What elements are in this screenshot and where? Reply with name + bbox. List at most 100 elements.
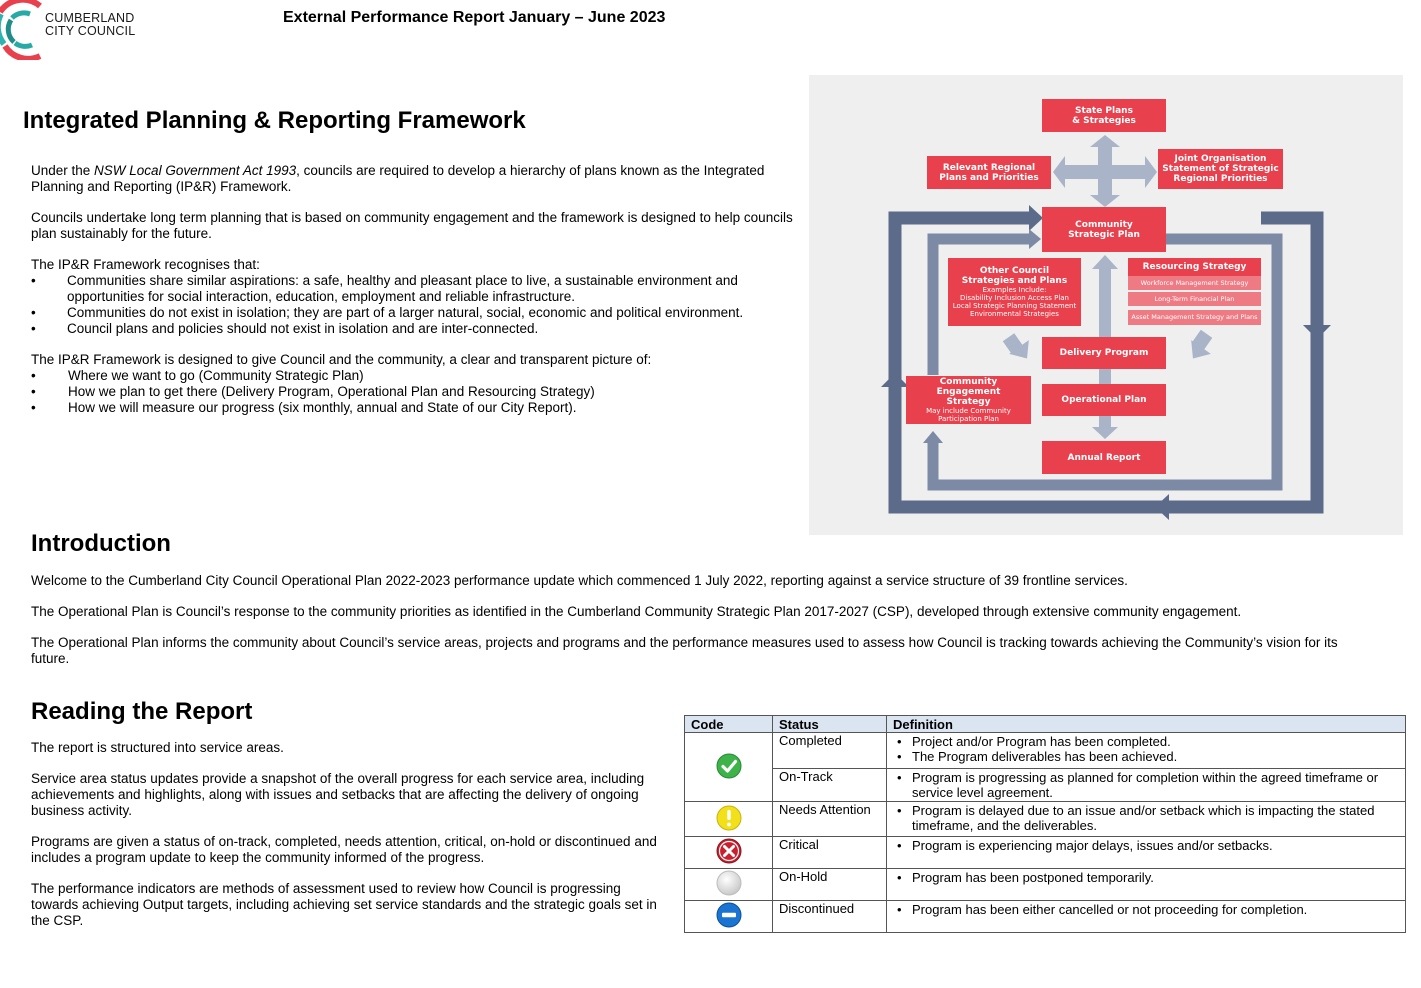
status-cell: Needs Attention xyxy=(772,801,887,837)
outer-loop-arrowhead-left xyxy=(881,373,909,387)
operational-plan-box: Operational Plan xyxy=(1042,384,1166,416)
status-cell: Discontinued xyxy=(772,900,887,933)
code-cell xyxy=(684,836,773,869)
intro-paragraph-2: The Operational Plan is Council’s respon… xyxy=(31,604,1242,619)
framework-heading: Integrated Planning & Reporting Framewor… xyxy=(23,107,526,134)
spine-arrowhead-down xyxy=(1092,427,1118,439)
framework-p1-pre: Under the xyxy=(31,163,95,178)
introduction-body: Welcome to the Cumberland City Council O… xyxy=(31,573,1361,682)
legislation-name: NSW Local Government Act 1993 xyxy=(94,163,297,178)
regional-plans-box: Relevant Regional Plans and Priorities xyxy=(927,156,1051,189)
inner-loop-arrowhead-up xyxy=(923,431,943,443)
inner-loop-right xyxy=(927,233,1283,491)
reading-paragraph-4: The performance indicators are methods o… xyxy=(31,881,657,928)
four-way-arrowhead-right xyxy=(1145,156,1157,188)
outer-loop-arrowhead-bottom xyxy=(1155,494,1169,520)
table-row: Discontinued Program has been either can… xyxy=(684,900,1406,933)
definition-cell: Program has been postponed temporarily. xyxy=(886,868,1406,901)
code-cell xyxy=(684,732,773,802)
resourcing-strategy-box: Resourcing Strategy xyxy=(1128,258,1261,276)
framework-paragraph-3: The IP&R Framework recognises that: xyxy=(31,257,260,272)
annual-report-box: Annual Report xyxy=(1042,441,1166,474)
list-item: How we plan to get there (Delivery Progr… xyxy=(31,384,796,400)
recognises-list: Communities share similar aspirations: a… xyxy=(31,273,796,337)
intro-paragraph-1: Welcome to the Cumberland City Council O… xyxy=(31,573,1128,588)
definition-cell: Project and/or Program has been complete… xyxy=(886,732,1406,769)
council-logo-mark-icon xyxy=(0,0,42,62)
delivery-program-box: Delivery Program xyxy=(1042,337,1166,369)
council-logo xyxy=(0,0,45,62)
table-row: Completed Project and/or Program has bee… xyxy=(684,732,1406,802)
definition-cell: Program is experiencing major delays, is… xyxy=(886,836,1406,869)
definition-item: Program has been postponed temporarily. xyxy=(893,870,1399,885)
table-row: On-Track Program is progressing as plann… xyxy=(685,768,1406,802)
outer-loop-arrow xyxy=(888,211,1324,514)
header-status: Status xyxy=(772,715,887,733)
list-item: Council plans and policies should not ex… xyxy=(31,321,796,337)
other-plans-arrow xyxy=(1002,333,1029,359)
definition-cell: Program is progressing as planned for co… xyxy=(886,768,1406,802)
reading-heading: Reading the Report xyxy=(31,698,253,725)
four-way-arrowhead-left xyxy=(1053,156,1065,188)
status-cell: On-Track xyxy=(772,768,887,802)
definition-cell: Program has been either cancelled or not… xyxy=(886,900,1406,933)
list-item: Communities do not exist in isolation; t… xyxy=(31,305,796,321)
status-cell: On-Hold xyxy=(772,868,887,901)
reading-paragraph-3: Programs are given a status of on-track,… xyxy=(31,834,657,865)
status-code-table: Code Status Definition Completed Project… xyxy=(684,715,1406,933)
reading-paragraph-1: The report is structured into service ar… xyxy=(31,740,284,755)
definition-item: Program is experiencing major delays, is… xyxy=(893,838,1399,853)
list-item: How we will measure our progress (six mo… xyxy=(31,400,796,416)
community-engagement-strategy-box: Community Engagement Strategy May includ… xyxy=(906,376,1031,424)
table-row: Critical Program is experiencing major d… xyxy=(684,836,1406,869)
joint-organisation-box: Joint Organisation Statement of Strategi… xyxy=(1158,149,1283,189)
status-cell: Critical xyxy=(772,836,887,869)
report-title: External Performance Report January – Ju… xyxy=(283,9,666,26)
inner-loop-left xyxy=(927,233,1034,375)
definition-cell: Program is delayed due to an issue and/o… xyxy=(886,801,1406,837)
state-plans-box: State Plans & Strategies xyxy=(1042,99,1166,132)
horizontal-connector xyxy=(1064,165,1146,179)
ipr-framework-diagram: State Plans & Strategies Relevant Region… xyxy=(809,75,1403,535)
yellow-exclamation-icon xyxy=(716,805,741,830)
list-item: Communities share similar aspirations: a… xyxy=(31,273,796,305)
reading-paragraph-2: Service area status updates provide a sn… xyxy=(31,771,645,818)
spine-arrowhead-up xyxy=(1092,255,1118,269)
table-row: On-Hold Program has been postponed tempo… xyxy=(684,868,1406,901)
inner-loop-arrowhead xyxy=(1029,229,1041,249)
outer-loop-arrowhead-right xyxy=(1303,325,1331,339)
logo-line-1: CUMBERLAND xyxy=(45,11,135,25)
blue-minus-icon xyxy=(716,902,741,928)
outer-loop-arrowhead-csp xyxy=(1029,205,1043,231)
workforce-strategy-item: Workforce Management Strategy xyxy=(1128,276,1261,290)
header-definition: Definition xyxy=(886,715,1406,733)
framework-paragraph-1: Under the NSW Local Government Act 1993,… xyxy=(31,163,796,195)
code-cell xyxy=(684,801,773,837)
grey-circle-icon xyxy=(716,870,741,896)
four-way-arrowhead-bottom xyxy=(1090,195,1120,207)
code-cell xyxy=(684,868,773,901)
framework-p1-post: , councils are required to develop a hie… xyxy=(31,163,765,194)
framework-paragraph-2: Councils undertake long term planning th… xyxy=(31,210,793,241)
framework-body: Under the NSW Local Government Act 1993,… xyxy=(31,163,796,416)
red-cross-icon xyxy=(716,838,741,864)
table-row: Needs Attention Program is delayed due t… xyxy=(684,801,1406,837)
list-item: Where we want to go (Community Strategic… xyxy=(31,368,796,384)
financial-plan-item: Long-Term Financial Plan xyxy=(1128,292,1261,306)
code-cell xyxy=(684,900,773,933)
council-logo-text: CUMBERLAND CITY COUNCIL xyxy=(45,12,135,38)
introduction-heading: Introduction xyxy=(31,530,171,557)
intro-paragraph-3: The Operational Plan informs the communi… xyxy=(31,635,1338,666)
definition-item: Program has been either cancelled or not… xyxy=(893,902,1399,917)
header-code: Code xyxy=(684,715,773,733)
definition-item: Program is delayed due to an issue and/o… xyxy=(893,803,1399,833)
ces-title: Community Engagement Strategy xyxy=(936,377,1001,407)
other-strategies-examples: Examples Include: Disability Inclusion A… xyxy=(952,286,1077,318)
community-strategic-plan-box: Community Strategic Plan xyxy=(1042,207,1166,252)
other-council-strategies-box: Other Council Strategies and Plans Examp… xyxy=(948,258,1081,326)
other-strategies-title: Other Council Strategies and Plans xyxy=(961,266,1068,286)
framework-paragraph-4: The IP&R Framework is designed to give C… xyxy=(31,352,652,367)
status-cell: Completed xyxy=(772,732,887,769)
picture-list: Where we want to go (Community Strategic… xyxy=(31,368,796,416)
green-check-icon xyxy=(716,753,741,778)
